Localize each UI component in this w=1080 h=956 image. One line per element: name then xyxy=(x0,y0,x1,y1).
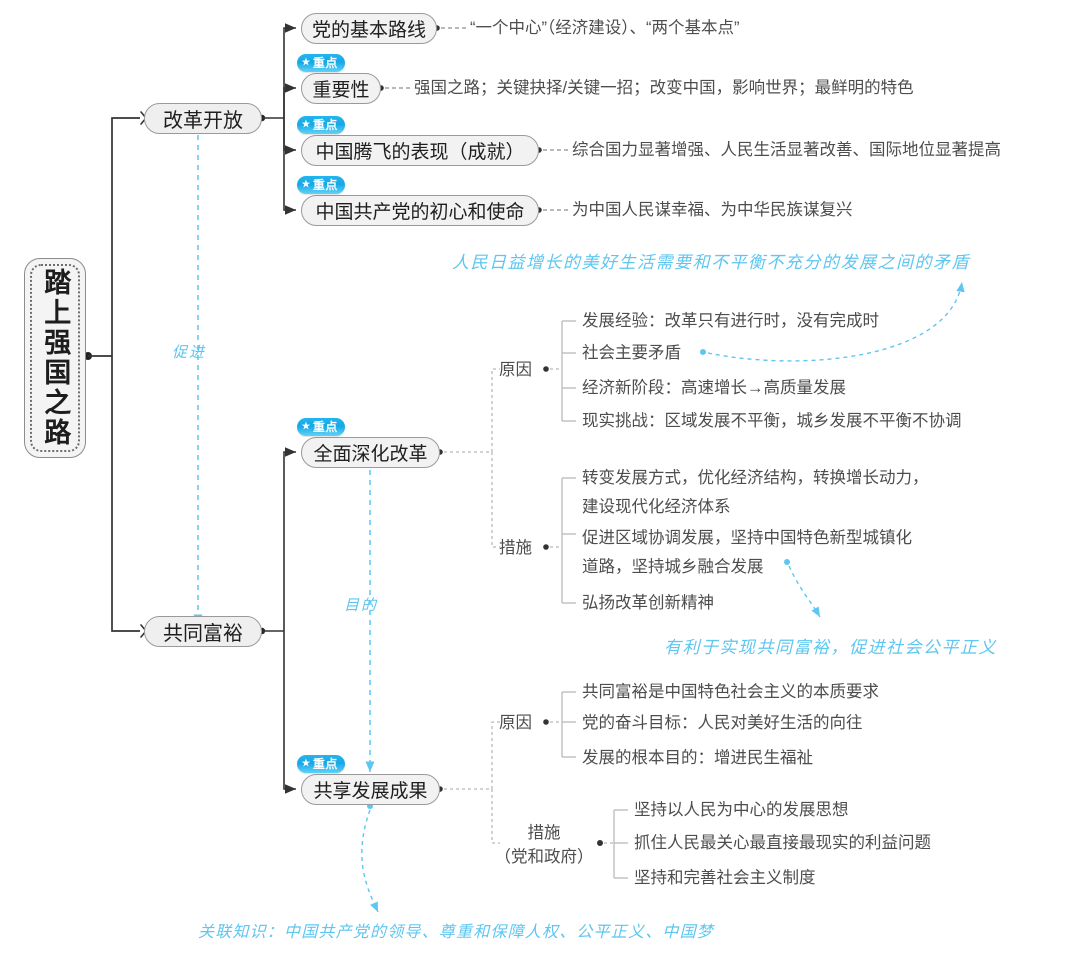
annotation-related-knowledge: 关联知识：中国共产党的领导、尊重和保障人权、公平正义、中国梦 xyxy=(198,922,715,941)
node-china-takeoff[interactable]: 中国腾飞的表现（成就） xyxy=(301,135,539,166)
detail-party-basic-line: “一个中心”（经济建设）、“两个基本点” xyxy=(470,19,740,37)
star-icon: ★ xyxy=(301,178,311,190)
deepen-measure-item: 道路，坚持城乡融合发展 xyxy=(582,558,764,576)
deepen-measure-item: 促进区域协调发展，坚持中国特色新型城镇化 xyxy=(582,529,912,547)
branch-node-reform[interactable]: 改革开放 xyxy=(144,103,262,134)
group-label-deepen-cause: 原因 xyxy=(499,361,532,379)
shared-measure-item: 坚持以人民为中心的发展思想 xyxy=(634,801,849,819)
star-icon: ★ xyxy=(301,420,311,432)
key-point-label: 重点 xyxy=(312,56,338,70)
star-icon: ★ xyxy=(301,56,311,68)
group-label-shared-cause: 原因 xyxy=(499,714,532,732)
key-point-badge: ★ 重点 xyxy=(297,755,345,773)
key-point-label: 重点 xyxy=(312,178,338,192)
branch-label: 改革开放 xyxy=(163,110,243,132)
detail-china-takeoff: 综合国力显著增强、人民生活显著改善、国际地位显著提高 xyxy=(572,141,1001,159)
key-point-label: 重点 xyxy=(312,118,338,132)
annotation-contradiction: 人民日益增长的美好生活需要和不平衡不充分的发展之间的矛盾 xyxy=(452,253,970,273)
key-point-badge: ★ 重点 xyxy=(297,418,345,436)
node-label: 党的基本路线 xyxy=(312,20,427,41)
detail-importance: 强国之路；关键抉择/关键一招；改变中国，影响世界；最鲜明的特色 xyxy=(414,79,914,97)
deepen-cause-item: 社会主要矛盾 xyxy=(582,344,681,362)
deepen-measure-item: 弘扬改革创新精神 xyxy=(582,594,714,612)
annotation-purpose: 目的 xyxy=(344,596,379,614)
key-point-badge: ★ 重点 xyxy=(297,116,345,134)
root-label: 踏上强国之路 xyxy=(40,268,71,448)
branch-node-common-prosperity[interactable]: 共同富裕 xyxy=(144,616,262,647)
star-icon: ★ xyxy=(301,118,311,130)
node-deepen-reform[interactable]: 全面深化改革 xyxy=(301,437,440,468)
branch-label: 共同富裕 xyxy=(163,623,243,645)
key-point-label: 重点 xyxy=(312,420,338,434)
group-label-shared-measure: 措施 （党和政府） xyxy=(488,822,600,870)
group-label-main: 措施 xyxy=(527,824,561,842)
node-party-basic-line[interactable]: 党的基本路线 xyxy=(301,13,437,44)
deepen-measure-item: 转变发展方式，优化经济结构，转换增长动力， xyxy=(582,469,929,487)
key-point-badge: ★ 重点 xyxy=(297,176,345,194)
deepen-cause-item: 经济新阶段：高速增长→高质量发展 xyxy=(582,379,846,397)
shared-cause-item: 发展的根本目的：增进民生福祉 xyxy=(582,749,813,767)
deepen-cause-item: 发展经验：改革只有进行时，没有完成时 xyxy=(582,312,879,330)
shared-cause-item: 党的奋斗目标：人民对美好生活的向往 xyxy=(582,714,863,732)
node-shared-results[interactable]: 共享发展成果 xyxy=(301,774,440,805)
key-point-label: 重点 xyxy=(312,757,338,771)
annotation-promote: 促进 xyxy=(172,343,207,361)
node-label: 中国腾飞的表现（成就） xyxy=(315,142,525,163)
node-party-mission[interactable]: 中国共产党的初心和使命 xyxy=(301,195,539,226)
deepen-cause-item: 现实挑战：区域发展不平衡，城乡发展不平衡不协调 xyxy=(582,412,962,430)
annotation-benefit: 有利于实现共同富裕，促进社会公平正义 xyxy=(664,638,997,658)
node-label: 重要性 xyxy=(312,80,370,101)
shared-measure-item: 抓住人民最关心最直接最现实的利益问题 xyxy=(634,834,931,852)
detail-party-mission: 为中国人民谋幸福、为中华民族谋复兴 xyxy=(572,201,853,219)
group-label-deepen-measure: 措施 xyxy=(499,539,532,557)
node-importance[interactable]: 重要性 xyxy=(301,73,381,104)
node-label: 共享发展成果 xyxy=(313,781,428,802)
star-icon: ★ xyxy=(301,757,311,769)
shared-cause-item: 共同富裕是中国特色社会主义的本质要求 xyxy=(582,683,879,701)
deepen-measure-item: 建设现代化经济体系 xyxy=(582,498,731,516)
node-label: 中国共产党的初心和使命 xyxy=(315,202,525,223)
root-node[interactable]: 踏上强国之路 xyxy=(24,258,86,458)
key-point-badge: ★ 重点 xyxy=(297,54,345,72)
shared-measure-item: 坚持和完善社会主义制度 xyxy=(634,869,816,887)
group-label-sub: （党和政府） xyxy=(494,847,594,866)
node-label: 全面深化改革 xyxy=(313,444,428,465)
